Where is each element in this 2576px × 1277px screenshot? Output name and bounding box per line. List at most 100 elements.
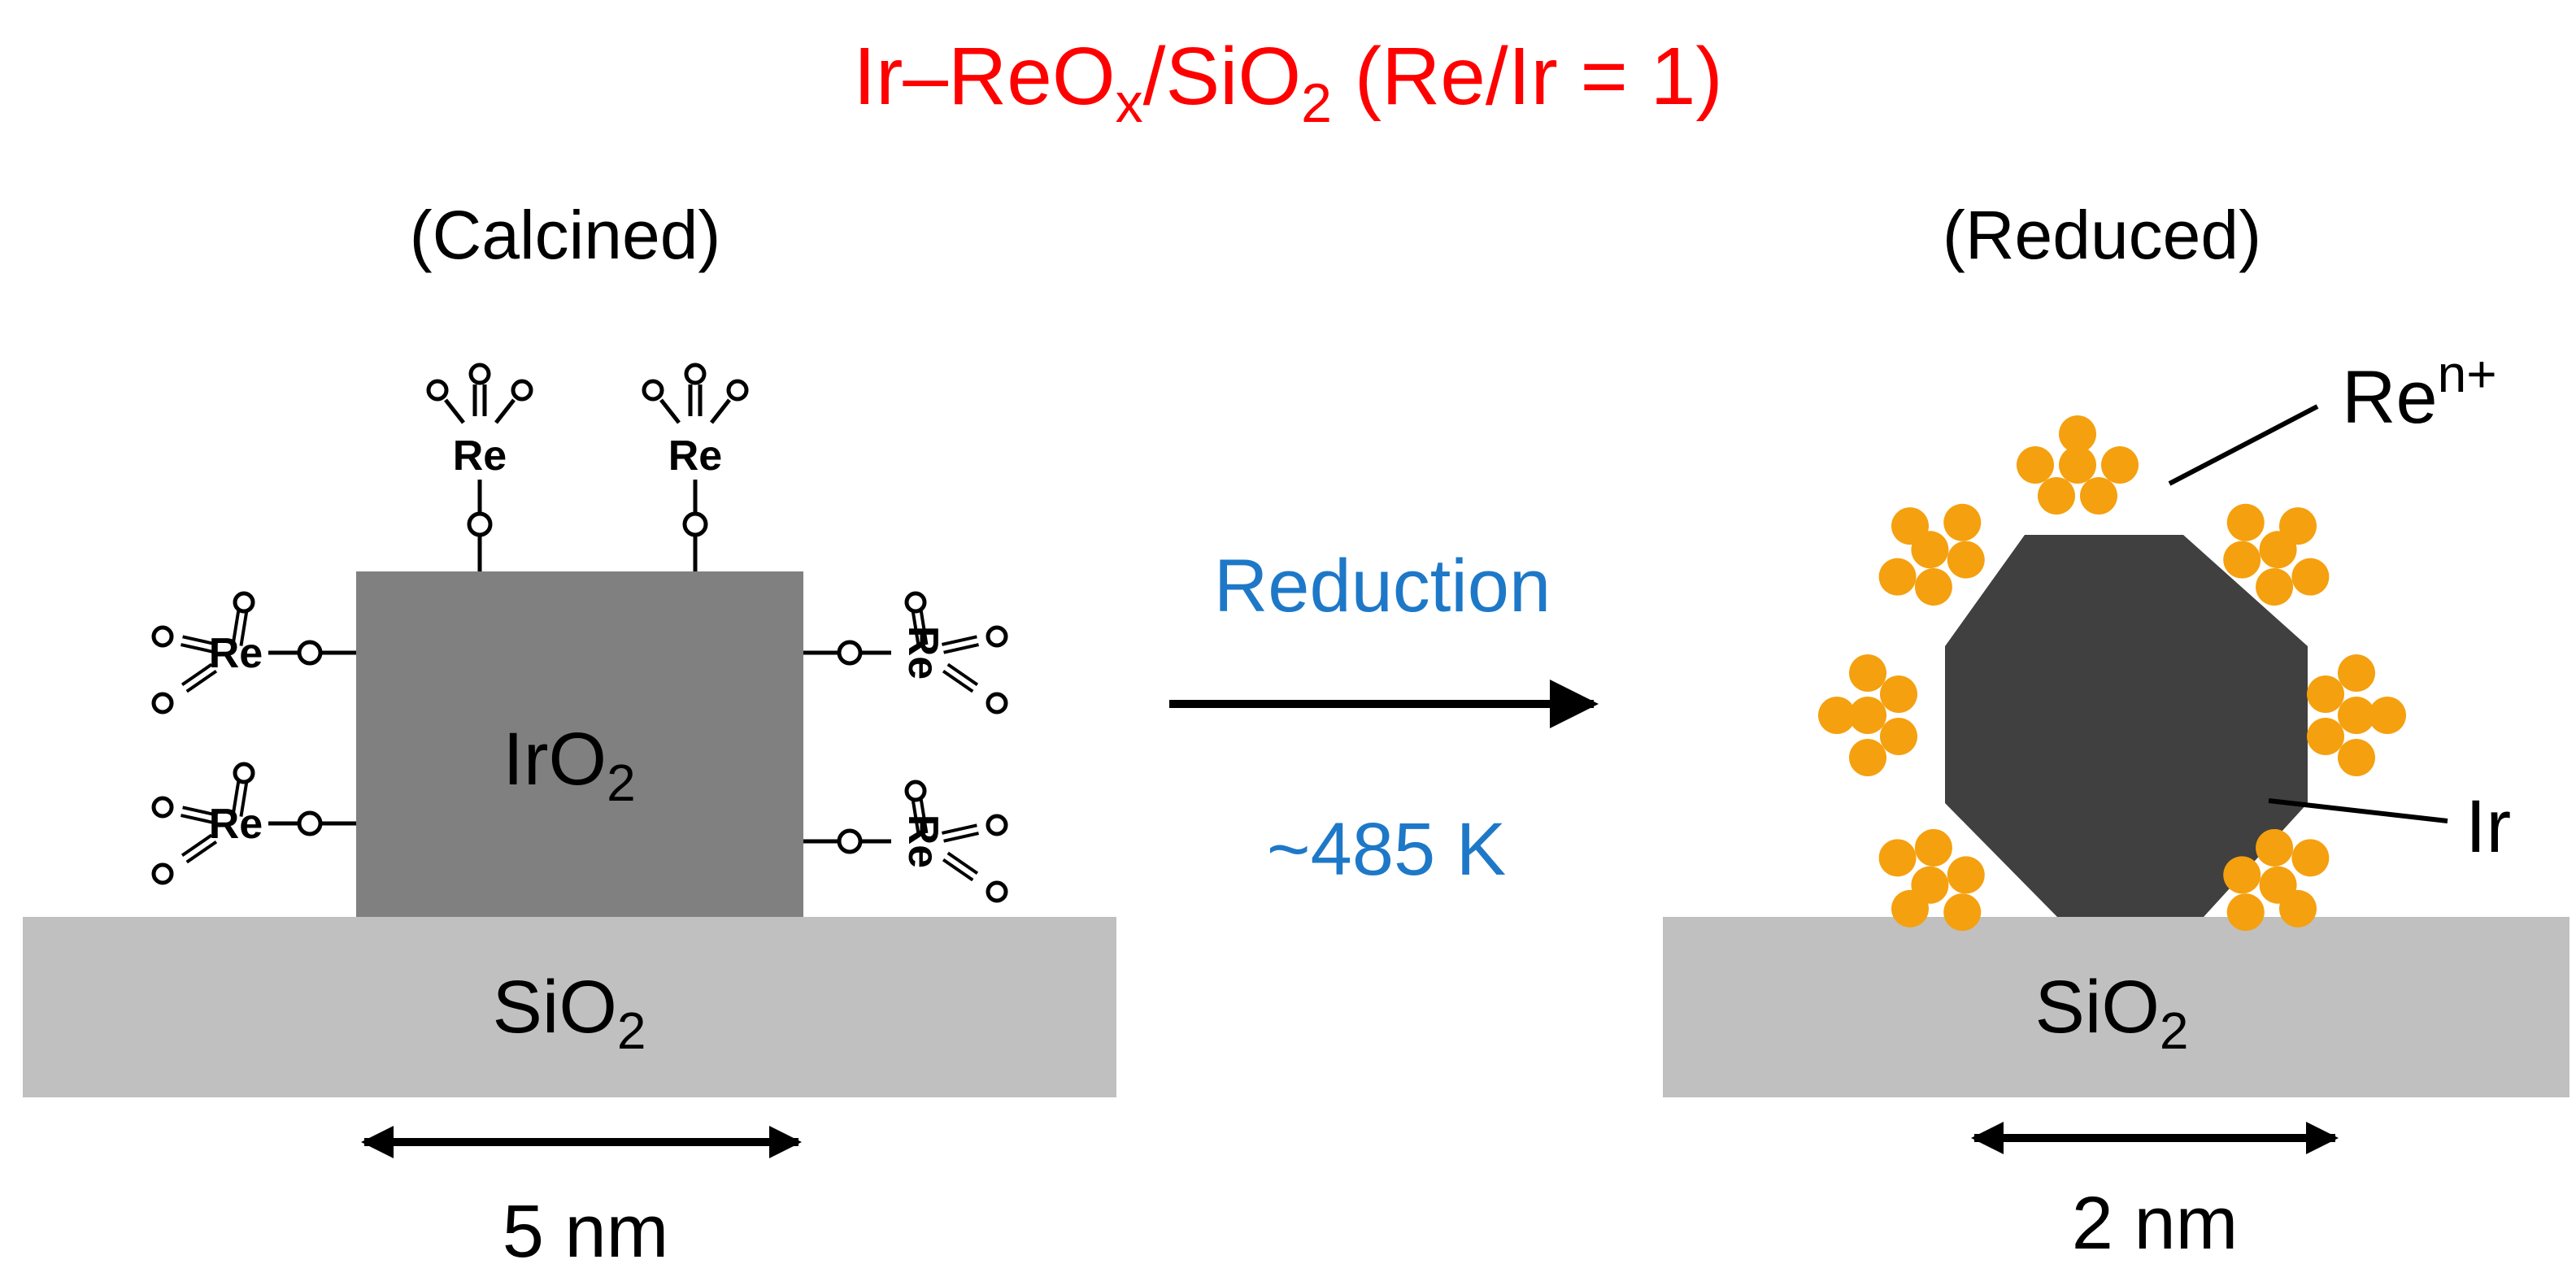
re-group-right: Re <box>803 591 1008 715</box>
bond <box>942 635 977 646</box>
ren-leader-line <box>2168 404 2319 486</box>
sio2-support-right <box>1663 917 2569 1097</box>
reduced-label: (Reduced) <box>1943 197 2261 273</box>
reduction-label: Reduction <box>1214 545 1551 628</box>
oxygen-atom <box>904 591 927 614</box>
ren-atom <box>2369 697 2406 734</box>
ren-atom <box>2038 477 2075 515</box>
bond <box>659 398 681 424</box>
oxygen-atom <box>151 862 174 885</box>
bond <box>444 398 465 424</box>
bond <box>231 609 241 645</box>
ren-atom <box>1878 558 1917 596</box>
ren-atom <box>2080 477 2117 515</box>
bond <box>181 662 213 687</box>
bond <box>239 780 249 817</box>
re-group-left: Re <box>151 762 356 885</box>
oxygen-atom <box>986 692 1008 715</box>
ir-leader-line <box>2268 798 2448 823</box>
ren-atom <box>2017 446 2054 484</box>
bond <box>911 610 920 646</box>
bond <box>182 806 218 817</box>
ren-cluster <box>1878 828 1985 932</box>
ren-atom <box>2226 893 2265 932</box>
oxygen-atom <box>297 640 323 666</box>
ren-atom <box>1947 541 1985 579</box>
oxygen-atom <box>511 379 533 402</box>
ren-atom <box>2338 739 2375 776</box>
bond <box>911 798 920 835</box>
bond <box>181 833 213 858</box>
ren-atom <box>2338 654 2375 692</box>
ren-atom <box>2291 558 2330 596</box>
bond <box>185 669 218 693</box>
ren-clusters <box>1818 415 2406 932</box>
ren-atom <box>2226 503 2265 541</box>
oxygen-atom <box>682 511 708 537</box>
bond <box>182 635 218 646</box>
oxygen-atom <box>426 379 449 402</box>
bond <box>710 398 731 424</box>
iro2-particle <box>356 571 803 917</box>
ren-atom <box>1880 718 1917 755</box>
ir-particle <box>1945 535 2308 917</box>
oxygen-atom <box>233 762 255 784</box>
sio2-support-left <box>23 917 1116 1097</box>
ren-label: Ren+ <box>2342 345 2497 439</box>
bond <box>919 609 929 645</box>
oxygen-atom <box>467 511 493 537</box>
ren-atom <box>1943 893 1982 932</box>
bond <box>943 643 979 654</box>
ren-atom <box>1914 568 1952 606</box>
rhenium-atom-label: Re <box>209 801 263 848</box>
bond <box>942 669 974 693</box>
bond <box>185 840 218 864</box>
ren-atom <box>1943 503 1982 541</box>
ren-atom <box>1880 675 1917 713</box>
oxygen-atom <box>837 828 863 854</box>
oxygen-atom <box>468 363 491 385</box>
scale-label-2nm: 2 nm <box>2072 1182 2239 1265</box>
oxygen-atom <box>233 591 255 614</box>
bond <box>181 643 216 654</box>
ren-atom <box>1849 739 1886 776</box>
ren-cluster <box>2307 654 2406 776</box>
ren-cluster <box>2223 828 2330 932</box>
ren-atom <box>2223 856 2261 894</box>
ren-atom <box>2307 675 2344 713</box>
ren-atom <box>2223 541 2261 579</box>
oxygen-atom <box>151 796 174 819</box>
rhenium-atom-label: Re <box>899 626 946 680</box>
bond <box>239 610 249 646</box>
oxygen-atom <box>904 780 927 802</box>
ren-atom <box>2338 697 2375 734</box>
rhenium-atom-label: Re <box>668 432 722 480</box>
oxygen-atom <box>837 640 863 666</box>
bond <box>946 662 979 687</box>
sio2-label-left: SiO2 <box>493 966 646 1060</box>
ren-atom <box>2278 507 2317 545</box>
ren-cluster <box>1878 503 1985 606</box>
oxygen-atom <box>986 625 1008 648</box>
bond <box>231 780 241 816</box>
figure-title: Ir–ReOx/SiO2 (Re/Ir = 1) <box>853 31 1722 134</box>
re-group-top: Re <box>642 363 749 571</box>
rhenium-atom-label: Re <box>899 814 946 868</box>
ren-atom <box>2256 568 2294 606</box>
ren-atom <box>1947 856 1985 894</box>
oxygen-atom <box>986 880 1008 903</box>
ren-cluster <box>1818 654 1917 776</box>
ren-atom <box>1849 697 1886 734</box>
ir-label: Ir <box>2465 785 2511 868</box>
sio2-label-right: SiO2 <box>2035 966 2189 1060</box>
ren-atom <box>2059 415 2096 453</box>
ren-cluster <box>2223 503 2330 606</box>
temperature-label: ~485 K <box>1267 808 1506 891</box>
oxygen-atom <box>684 363 707 385</box>
re-group-left: Re <box>151 591 356 715</box>
bond <box>942 858 974 882</box>
oxygen-atom <box>297 810 323 836</box>
